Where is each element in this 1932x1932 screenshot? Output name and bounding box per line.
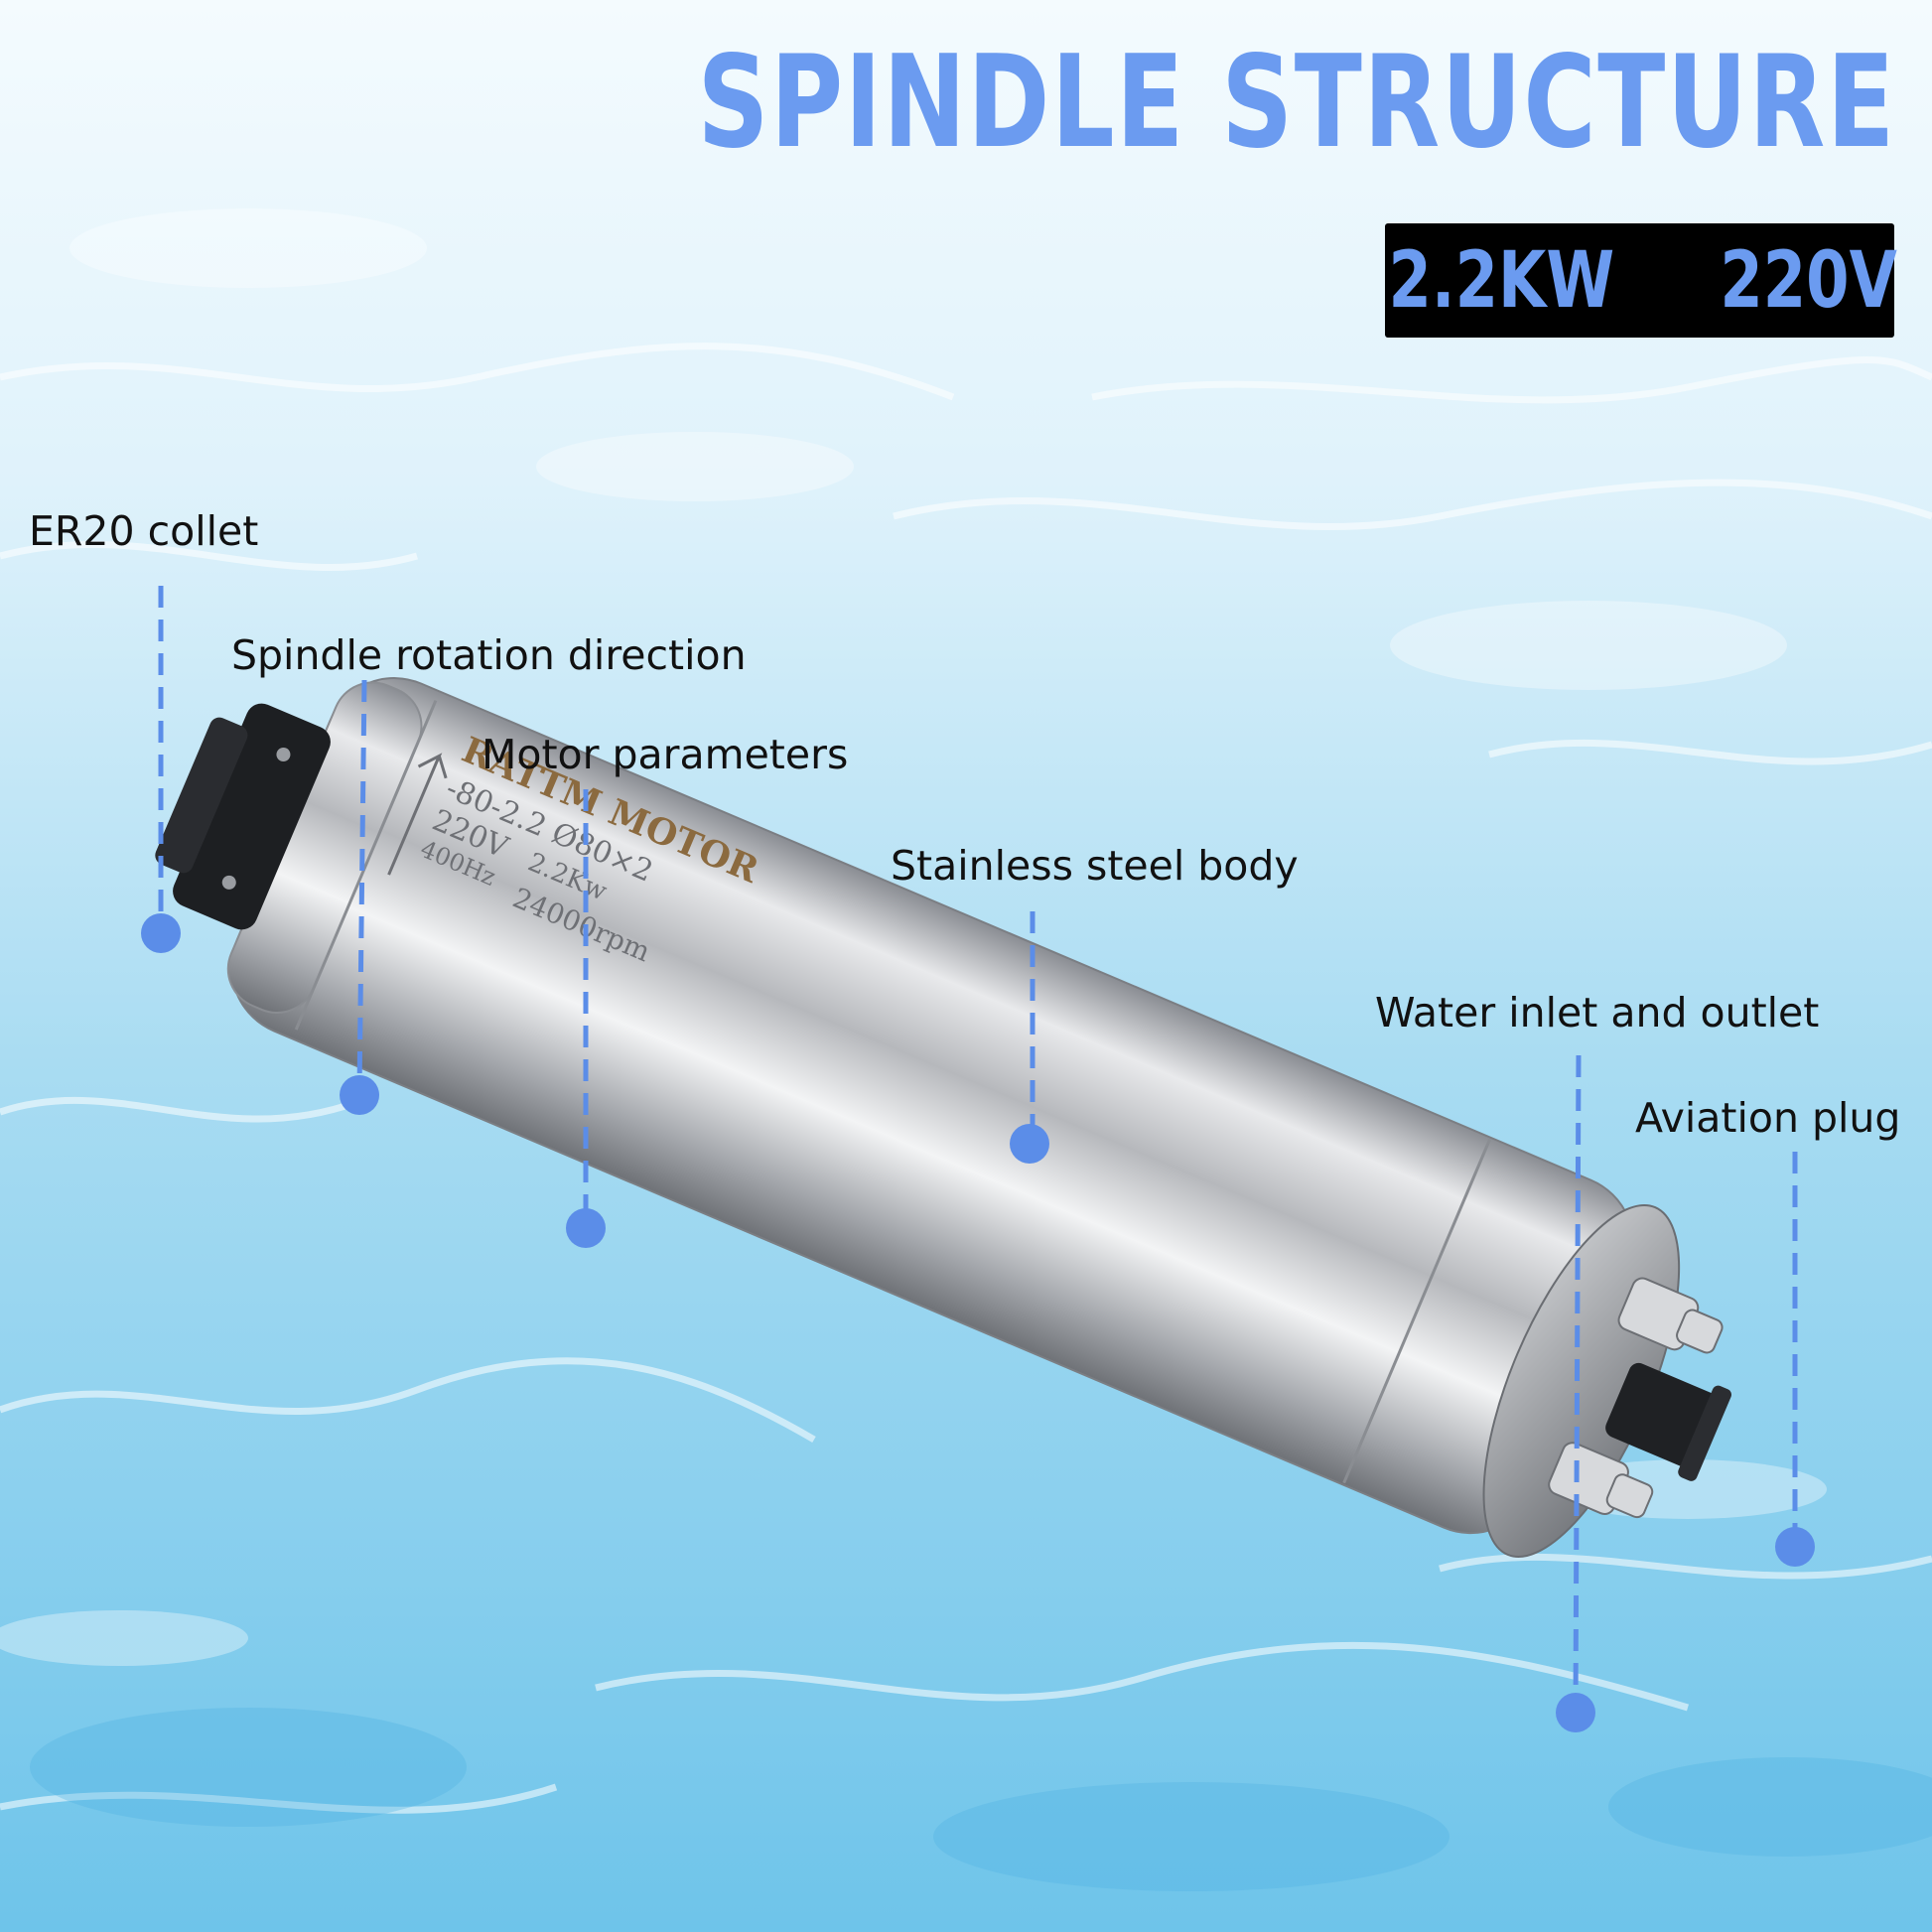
leader-rotation-direction xyxy=(356,679,367,1093)
callout-label-er20-collet: ER20 collet xyxy=(29,507,259,555)
callout-dot-rotation-direction xyxy=(340,1075,379,1115)
callout-label-rotation-direction: Spindle rotation direction xyxy=(231,631,747,679)
callout-dot-motor-parameters xyxy=(566,1208,606,1248)
spec-voltage: 220V xyxy=(1720,235,1898,326)
callout-label-motor-parameters: Motor parameters xyxy=(482,731,849,778)
rotation-arrow-icon xyxy=(387,753,448,876)
spindle-body: RATTM MOTOR -80-2.2 Ø80×2 220V 2.2Kw 400… xyxy=(155,677,1731,1559)
callout-dot-plug xyxy=(1775,1527,1815,1567)
callout-label-water: Water inlet and outlet xyxy=(1375,989,1820,1036)
callout-label-plug: Aviation plug xyxy=(1635,1094,1901,1142)
callout-dot-body xyxy=(1010,1124,1049,1164)
callout-dot-er20-collet xyxy=(141,913,181,953)
spec-power: 2.2KW xyxy=(1388,235,1614,326)
leader-water xyxy=(1573,1054,1582,1714)
callout-label-body: Stainless steel body xyxy=(891,842,1299,890)
callout-dot-water xyxy=(1556,1693,1595,1732)
page-title: SPINDLE STRUCTURE xyxy=(697,29,1896,177)
spec-badge: 2.2KW 220V xyxy=(1385,223,1897,338)
